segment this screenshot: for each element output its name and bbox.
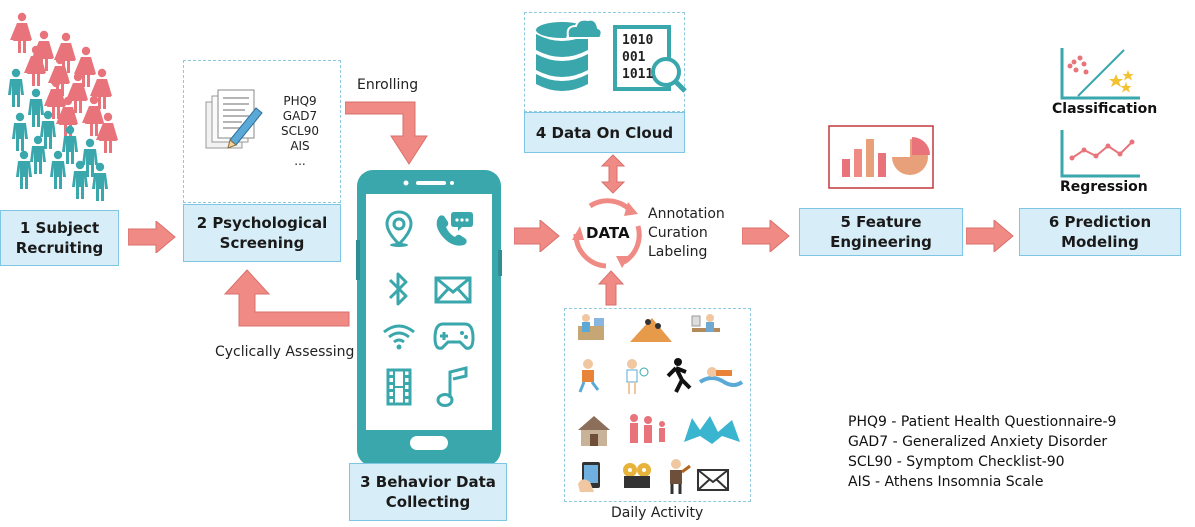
enrolling-arrow: [345, 101, 428, 165]
regression-plot-icon: [1060, 130, 1140, 178]
daily-activity-label: Daily Activity: [611, 505, 704, 521]
envelope-icon: [697, 469, 729, 491]
binary-text: 1010 001 1011: [622, 32, 653, 83]
stage-6-line-2: Modeling: [1061, 233, 1139, 251]
binary-line-3: 1011: [622, 67, 654, 82]
bluetooth-icon: [388, 272, 408, 306]
violinist-icon: [670, 459, 691, 494]
people-crowd-icon: [8, 12, 118, 201]
tennis-girl-icon: [626, 359, 649, 394]
arrow-right-3: [514, 220, 560, 252]
stage-3-line-1: 3 Behavior Data: [360, 473, 496, 491]
stage-2-line-1: 2 Psychological: [196, 214, 328, 232]
database-cloud-icon: [536, 18, 602, 91]
stage-6-line-1: 6 Prediction: [1048, 213, 1152, 231]
music-icon: [436, 366, 468, 407]
smartphone-icon: [356, 170, 502, 466]
data-annotations: Annotation Curation Labeling: [648, 205, 725, 262]
feature-chart-icon: [828, 125, 934, 189]
cloud-frame: [524, 12, 685, 112]
climbing-icon: [630, 318, 672, 342]
legend-phq9: PHQ9 - Patient Health Questionnaire-9: [848, 414, 1117, 430]
stage-subject-recruiting: 1 Subject Recruiting: [0, 210, 119, 266]
stage-data-on-cloud: 4 Data On Cloud: [524, 112, 685, 153]
arrow-up-daily: [598, 270, 624, 306]
runner-silhouette-icon: [666, 358, 692, 393]
daily-activity-frame: [564, 308, 751, 502]
annotation-label: Annotation: [648, 206, 725, 222]
scale-scl90: SCL90: [281, 124, 319, 138]
scale-gad7: GAD7: [282, 109, 318, 123]
legend-ais: AIS - Athens Insomnia Scale: [848, 474, 1044, 490]
scale-ais: AIS: [290, 139, 310, 153]
data-hub-label: DATA: [586, 224, 630, 242]
dancing-icon: [684, 416, 740, 444]
running-boy-icon: [578, 359, 600, 393]
stage-prediction-modeling: 6 Prediction Modeling: [1019, 208, 1181, 256]
regression-label: Regression: [1060, 179, 1148, 195]
binary-search-icon: [613, 25, 687, 93]
cyclic-label: Cyclically Assessing: [215, 344, 355, 360]
family-icon: [630, 414, 665, 443]
legend-scl90: SCL90 - Symptom Checklist-90: [848, 454, 1065, 470]
data-cycle-icon: [572, 198, 642, 269]
binary-line-1: 1010: [622, 33, 654, 48]
stage-3-line-2: Collecting: [385, 493, 471, 511]
mail-icon: [434, 276, 472, 304]
scale-more: ...: [294, 154, 306, 168]
stage-1-line-2: Recruiting: [15, 239, 104, 257]
swimming-icon: [698, 367, 744, 387]
screening-frame: [183, 60, 341, 203]
arrow-right-4: [742, 220, 790, 252]
binary-line-2: 001: [622, 50, 646, 65]
stage-behavior-data-collecting: 3 Behavior Data Collecting: [349, 463, 507, 521]
curation-label: Curation: [648, 225, 708, 241]
office-icon: [691, 314, 720, 332]
document-pen-icon: [205, 89, 263, 149]
phone-chat-icon: [436, 212, 473, 246]
film-icon: [386, 368, 412, 406]
arrow-right-1: [128, 221, 176, 253]
classification-plot-icon: [1060, 48, 1140, 100]
classification-label: Classification: [1052, 101, 1158, 117]
wifi-icon: [383, 324, 415, 350]
cloud-data-double-arrow: [600, 154, 626, 194]
stage-feature-engineering: 5 Feature Engineering: [799, 208, 963, 256]
legend-gad7: GAD7 - Generalized Anxiety Disorder: [848, 434, 1108, 450]
gamepad-icon: [433, 322, 475, 350]
stage-1-line-1: 1 Subject: [19, 219, 100, 237]
location-icon: [385, 210, 413, 247]
stage-2-line-2: Screening: [219, 234, 305, 252]
film-reel-icon: [623, 463, 651, 488]
desk-work-icon: [578, 314, 604, 340]
enrolling-label: Enrolling: [357, 77, 419, 93]
daily-activity-icons: [578, 314, 744, 494]
cyclic-arrow: [223, 269, 350, 327]
scale-list: PHQ9 GAD7 SCL90 AIS ...: [276, 94, 324, 169]
house-icon: [578, 416, 610, 446]
tablet-hand-icon: [578, 462, 600, 492]
labeling-label: Labeling: [648, 244, 708, 260]
stage-psychological-screening: 2 Psychological Screening: [183, 204, 341, 262]
arrow-right-5: [966, 220, 1014, 252]
abbreviation-legend: PHQ9 - Patient Health Questionnaire-9 GA…: [848, 412, 1116, 492]
stage-5-line-2: Engineering: [830, 233, 932, 251]
scale-phq9: PHQ9: [283, 94, 317, 108]
stage-5-line-1: 5 Feature: [840, 213, 922, 231]
stage-4-label: 4 Data On Cloud: [535, 123, 674, 142]
